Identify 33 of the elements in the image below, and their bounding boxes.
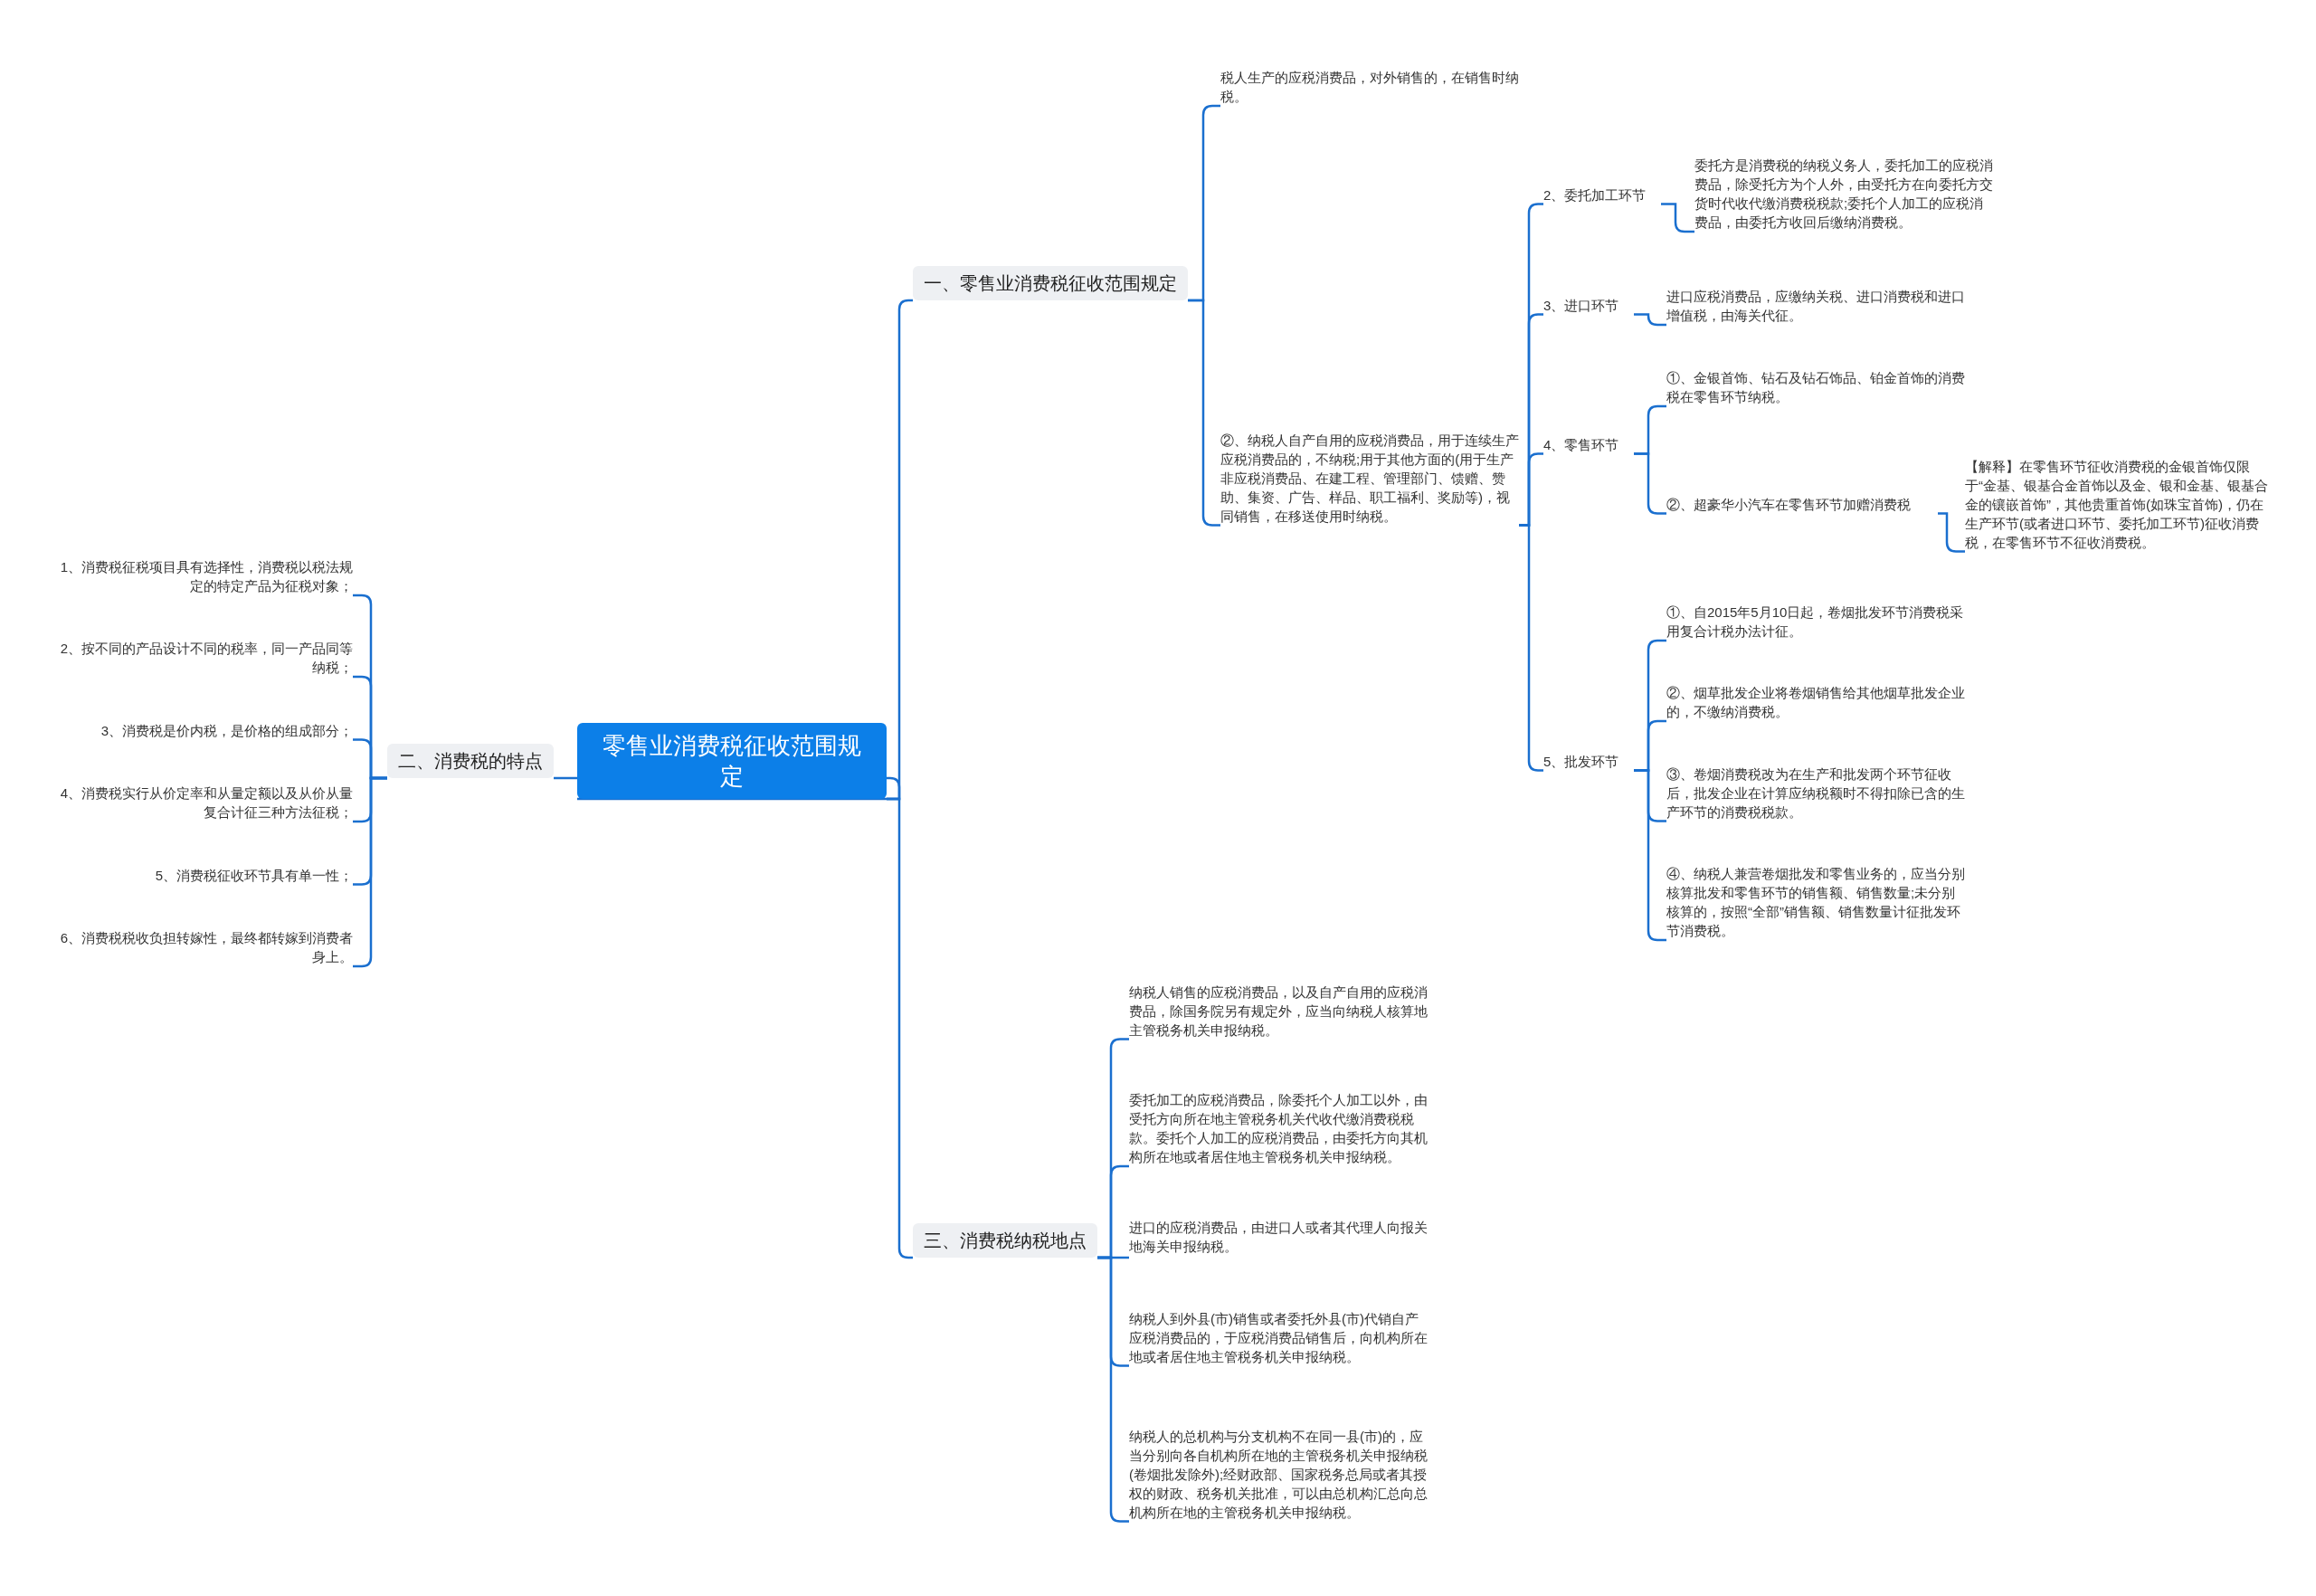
note-text: 纳税人到外县(市)销售或者委托外县(市)代销自产应税消费品的，于应税消费品销售后，向机构所在地或者居住地主管税务机关申报纳税。 xyxy=(1129,1308,1428,1366)
topic-box: 三、消费税纳税地点 xyxy=(913,1223,1097,1258)
note-text: 2、按不同的产品设计不同的税率，同一产品同等纳税； xyxy=(54,639,353,677)
note-text: 5、批发环节 xyxy=(1543,751,1634,771)
note-text: 委托方是消费税的纳税义务人，委托加工的应税消费品，除受托方为个人外，由受托方在向委托方交货时代收代缴消费税税款;委托个人加工的应税消费品，由委托方收回后缴纳消费税。 xyxy=(1694,156,1993,232)
topic-box: 二、消费税的特点 xyxy=(387,744,554,778)
note-text: 委托加工的应税消费品，除委托个人加工以外，由受托方向所在地主管税务机关代收代缴消费税税款。委托个人加工的应税消费品，由委托方向其机构所在地或者居住地主管税务机关申报纳税。 xyxy=(1129,1090,1428,1166)
note-text: 4、消费税实行从价定率和从量定额以及从价从量复合计征三种方法征税； xyxy=(54,784,353,822)
note-text: 税人生产的应税消费品，对外销售的，在销售时纳税。 xyxy=(1220,68,1519,106)
connector-line xyxy=(1938,512,1965,553)
note-text: 进口的应税消费品，由进口人或者其代理人向报关地海关申报纳税。 xyxy=(1129,1218,1428,1256)
note-text: 6、消费税税收负担转嫁性，最终都转嫁到消费者身上。 xyxy=(54,928,353,966)
note-text: 3、消费税是价内税，是价格的组成部分； xyxy=(54,720,353,740)
note-text: 纳税人销售的应税消费品，以及自产自用的应税消费品，除国务院另有规定外，应当向纳税人核算地主管税务机关申报纳税。 xyxy=(1129,982,1428,1040)
note-text: ②、纳税人自产自用的应税消费品，用于连续生产应税消费品的，不纳税;用于其他方面的(用于生产非应税消费品、在建工程、管理部门、馈赠、赞助、集资、广告、样品、职工福利、奖励等)，视同销售，在移送使用时纳税。 xyxy=(1220,430,1519,526)
note-text: ②、烟草批发企业将卷烟销售给其他烟草批发企业的，不缴纳消费税。 xyxy=(1666,683,1965,721)
note-text: ④、纳税人兼营卷烟批发和零售业务的，应当分别核算批发和零售环节的销售额、销售数量;未分别核算的，按照“全部”销售额、销售数量计征批发环节消费税。 xyxy=(1666,864,1965,940)
note-text: ①、金银首饰、钻石及钻石饰品、铂金首饰的消费税在零售环节纳税。 xyxy=(1666,368,1965,406)
note-text: ②、超豪华小汽车在零售环节加赠消费税 xyxy=(1666,494,1938,514)
note-text: 4、零售环节 xyxy=(1543,434,1634,454)
central-topic: 零售业消费税征收范围规定 xyxy=(577,723,887,799)
note-text: ①、自2015年5月10日起，卷烟批发环节消费税采用复合计税办法计征。 xyxy=(1666,603,1965,641)
note-text: 2、委托加工环节 xyxy=(1543,185,1661,204)
note-text: 5、消费税征收环节具有单一性； xyxy=(54,865,353,885)
note-text: 纳税人的总机构与分支机构不在同一县(市)的，应当分别向各自机构所在地的主管税务机关申报纳税(卷烟批发除外);经财政部、国家税务总局或者其授权的财政、税务机关批准，可以由总机构汇总向总机构所在地的主管税务机关申报纳税。 xyxy=(1129,1426,1428,1522)
note-text: ③、卷烟消费税改为在生产和批发两个环节征收后，批发企业在计算应纳税额时不得扣除已含的生产环节的消费税税款。 xyxy=(1666,764,1965,822)
note-text: 进口应税消费品，应缴纳关税、进口消费税和进口增值税，由海关代征。 xyxy=(1666,287,1965,325)
topic-box: 一、零售业消费税征收范围规定 xyxy=(913,266,1188,300)
note-text: 【解释】在零售环节征收消费税的金银首饰仅限于“金基、银基合金首饰以及金、银和金基、银基合金的镶嵌首饰”，其他贵重首饰(如珠宝首饰)，仍在生产环节(或者进口环节、委托加工环节)征收消费税，在零售环节不征收消费税。 xyxy=(1965,456,2273,552)
connector-line xyxy=(1661,203,1694,233)
note-text: 1、消费税征税项目具有选择性，消费税以税法规定的特定产品为征税对象； xyxy=(54,557,353,595)
connector-line xyxy=(1634,313,1666,327)
note-text: 3、进口环节 xyxy=(1543,295,1634,315)
